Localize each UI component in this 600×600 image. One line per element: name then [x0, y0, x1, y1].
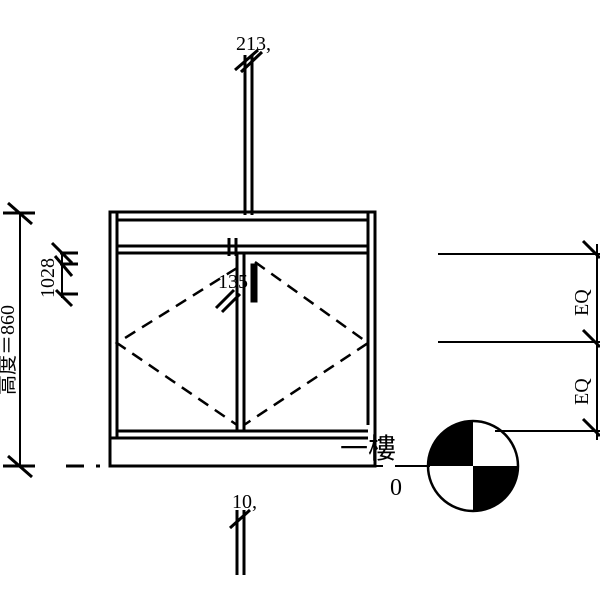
eq-lower-label: EQ	[571, 378, 593, 405]
top-dimension-label: 213,	[236, 33, 271, 55]
shelf-dimension-label: 135	[218, 271, 248, 293]
left-small-dimension-label: 1028	[37, 258, 59, 298]
bottom-dimension	[66, 464, 428, 575]
door-swing-lines	[114, 260, 371, 427]
elevation-label: 0	[390, 475, 402, 501]
cabinet	[108, 210, 377, 468]
eq-upper-label: EQ	[571, 289, 593, 316]
height-label: 高度＝860	[0, 305, 19, 395]
level-marker-icon	[400, 419, 520, 513]
bottom-dimension-label: 10,	[232, 491, 257, 513]
left-dimensions	[3, 201, 78, 479]
right-dimensions	[438, 239, 600, 440]
top-dimension	[214, 48, 264, 314]
floor-label: 一樓	[340, 433, 396, 465]
